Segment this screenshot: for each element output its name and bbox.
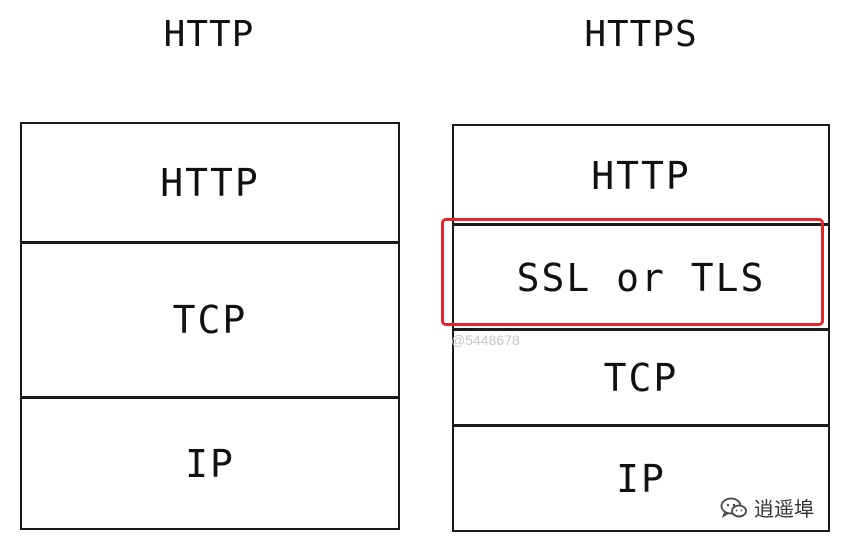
wechat-icon bbox=[720, 497, 748, 519]
http-layer: HTTP bbox=[160, 161, 260, 205]
brand-badge: 逍遥埠 bbox=[720, 493, 814, 522]
brand-name: 逍遥埠 bbox=[754, 497, 814, 521]
http-stack: HTTP TCP IP bbox=[20, 122, 400, 530]
ip-layer: IP bbox=[185, 441, 235, 486]
layer-divider bbox=[452, 424, 830, 427]
https-stack: HTTP SSL or TLS TCP IP bbox=[452, 124, 830, 532]
watermark: @5448678 bbox=[451, 332, 520, 348]
layer-divider bbox=[20, 241, 400, 244]
layer-divider bbox=[452, 223, 830, 226]
https-stack-title: HTTPS bbox=[584, 14, 698, 55]
http-layer: HTTP bbox=[591, 154, 691, 198]
layer-divider bbox=[20, 396, 400, 399]
ssl-tls-layer: SSL or TLS bbox=[516, 256, 766, 300]
tcp-layer: TCP bbox=[172, 298, 248, 342]
ip-layer: IP bbox=[616, 456, 666, 501]
tcp-layer: TCP bbox=[603, 356, 679, 400]
http-stack-title: HTTP bbox=[163, 14, 255, 55]
layer-divider bbox=[452, 328, 830, 331]
ssl-tls-highlight-box bbox=[441, 218, 824, 326]
